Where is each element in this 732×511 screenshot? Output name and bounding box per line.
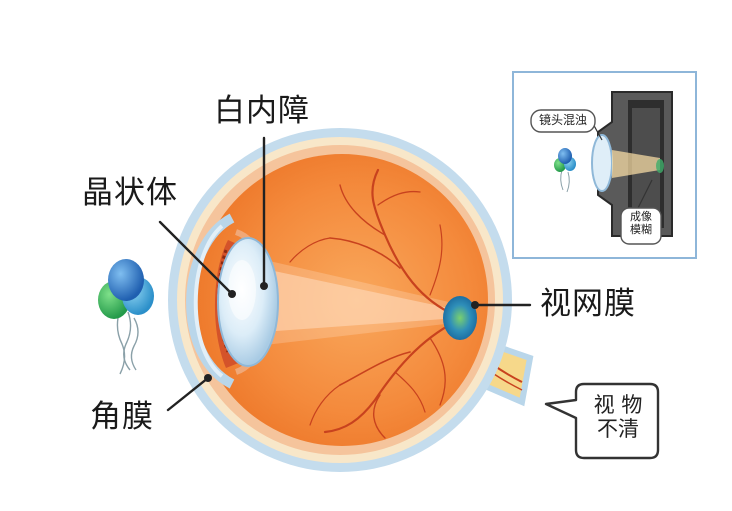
label-cornea: 角膜 — [90, 399, 154, 435]
inset-label-image-blur: 成像 模糊 — [621, 210, 661, 236]
light-beam — [260, 268, 458, 332]
blood-vessels — [289, 168, 457, 439]
label-cataract: 白内障 — [214, 93, 310, 129]
callout-line2: 不清 — [597, 417, 639, 442]
label-lens: 晶状体 — [82, 175, 178, 211]
callout-line1: 视 物 — [593, 393, 643, 417]
pointer-lines — [158, 136, 532, 412]
inset-label-lens-blur: 镜头混浊 — [538, 113, 587, 127]
balloons — [98, 259, 154, 319]
inset-image-line1: 成像 — [630, 210, 652, 223]
retina-image-spot — [443, 296, 477, 340]
inset-label-box-lens — [530, 109, 596, 133]
callout-box — [544, 382, 660, 460]
camera-lens-illustration — [554, 91, 673, 237]
label-retina: 视网膜 — [540, 286, 636, 322]
inset-image-line2: 模糊 — [630, 222, 652, 236]
balloon-strings — [116, 309, 139, 375]
callout-text: 视 物 不清 — [582, 393, 654, 441]
inset-label-box-image — [620, 207, 662, 245]
